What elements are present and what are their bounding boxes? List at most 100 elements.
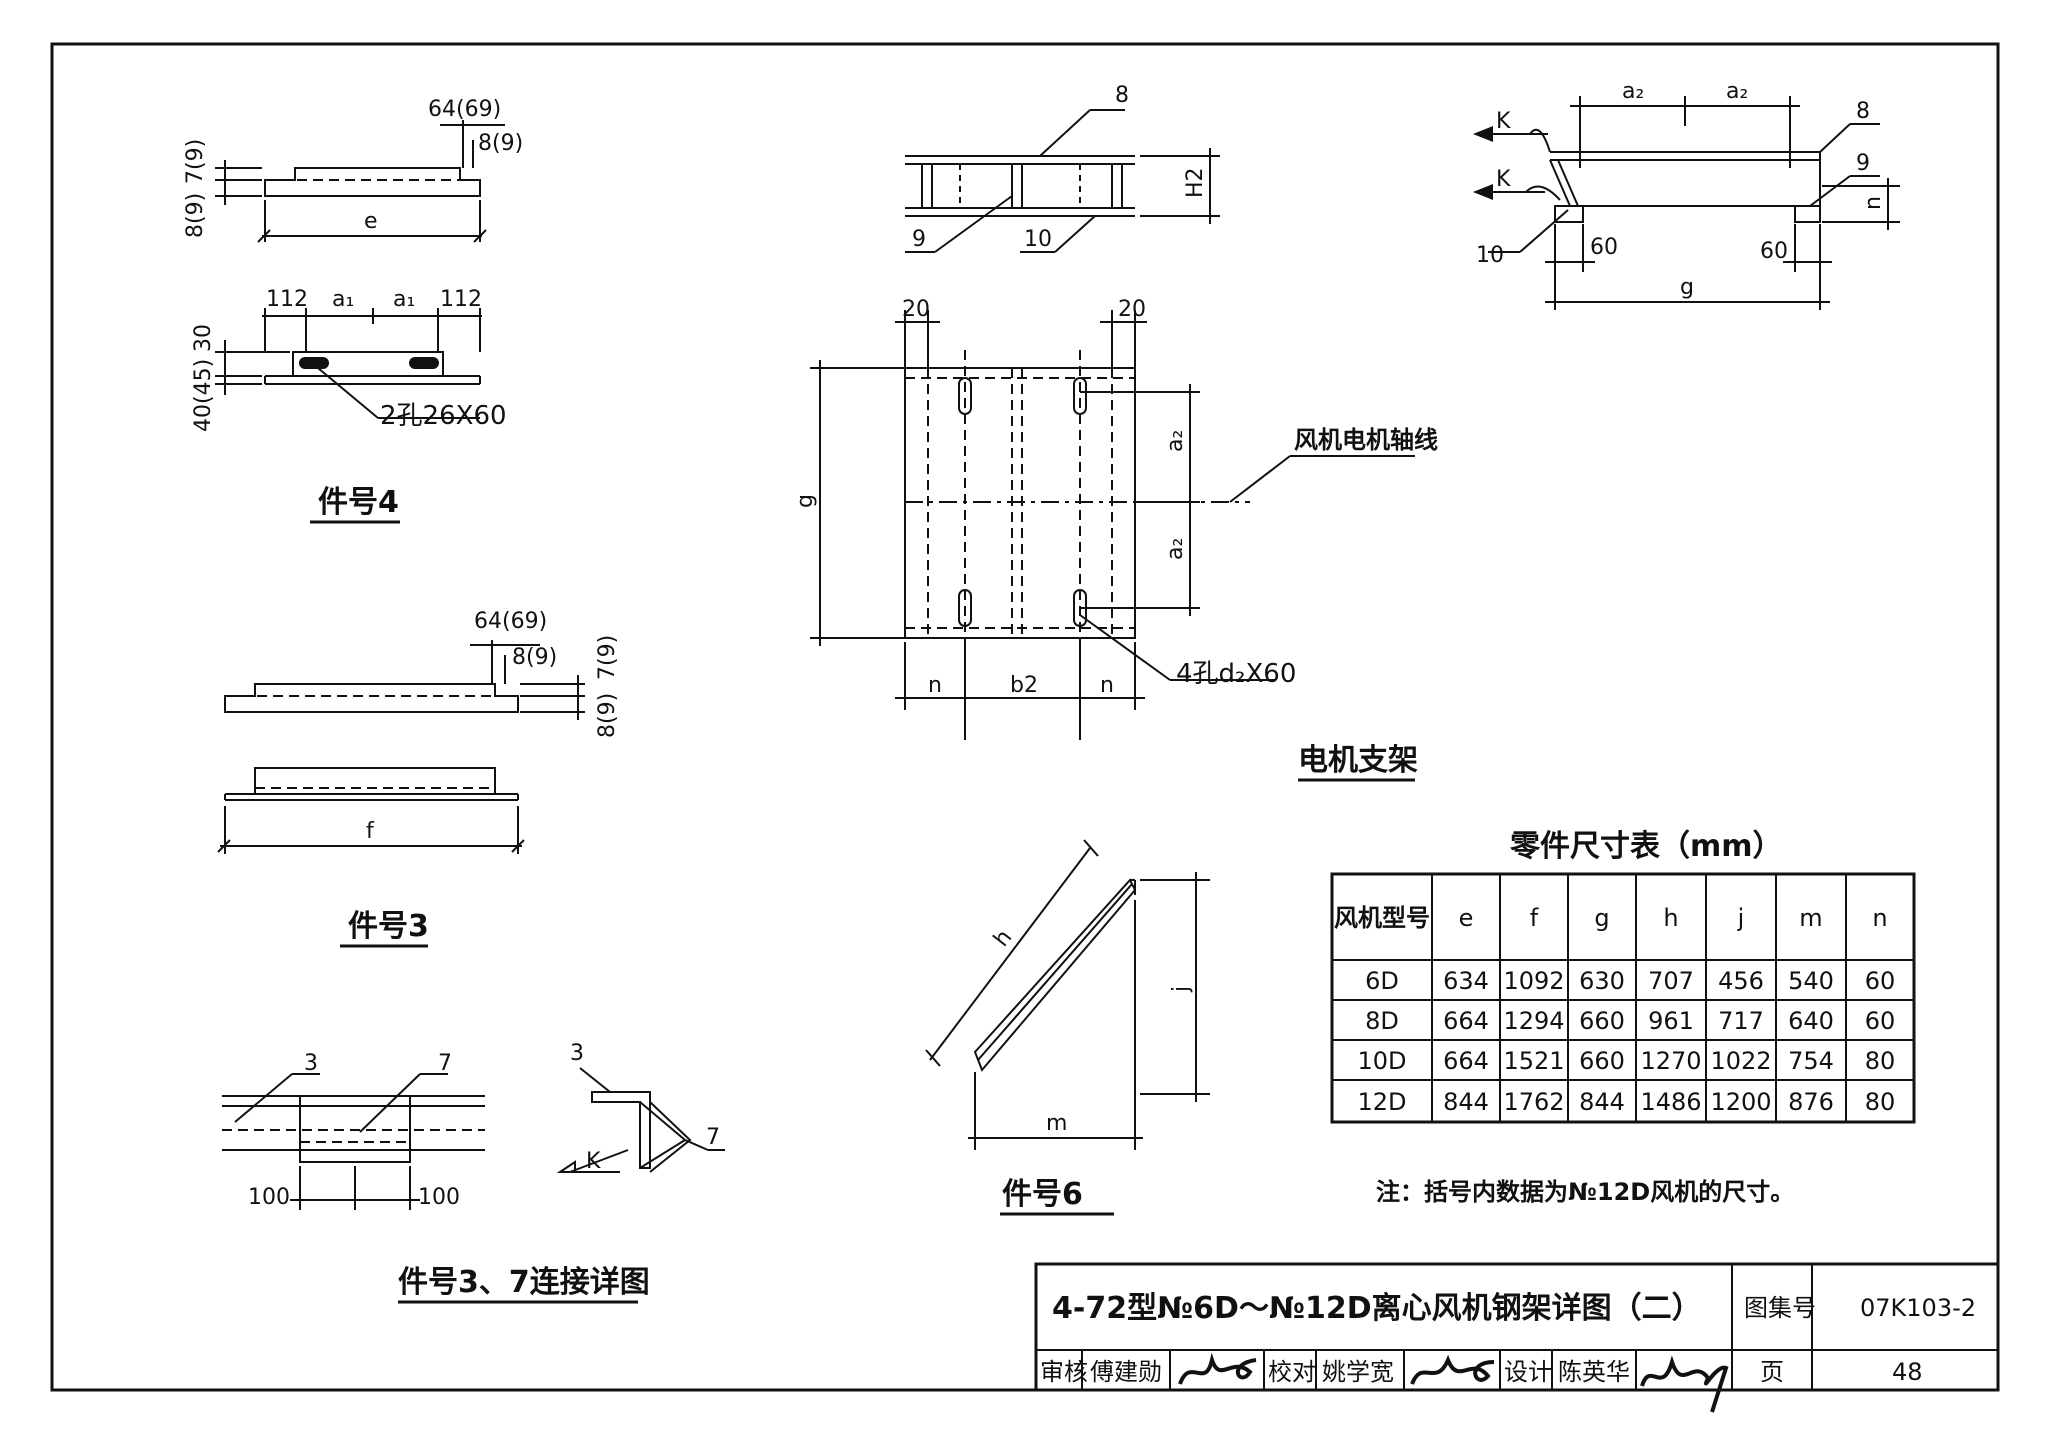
table-cell: 754 <box>1788 1047 1834 1075</box>
sheet-border <box>50 42 2000 1392</box>
side-d60b: 60 <box>1760 239 1788 264</box>
table-cell: 707 <box>1648 967 1694 995</box>
motor-front-num8: 8 <box>1115 83 1129 108</box>
table-cell: 1294 <box>1503 1007 1564 1035</box>
motor-dim-a2a: a₂ <box>1163 430 1188 452</box>
side-a2a: a₂ <box>1622 79 1644 104</box>
motor-dim-n-right: n <box>1100 673 1114 698</box>
table-cell: 456 <box>1718 967 1764 995</box>
part-4-dim-side: 8(9) <box>478 131 523 156</box>
dimension-table <box>1330 872 1916 1124</box>
table-cell: 6D <box>1365 967 1399 995</box>
table-cell: 80 <box>1865 1088 1896 1116</box>
part-3-dim-f: f <box>366 819 375 844</box>
part-6-title: 件号6 <box>1002 1177 1083 1212</box>
table-cell: 876 <box>1788 1088 1834 1116</box>
table-cell: 717 <box>1718 1007 1764 1035</box>
design-label: 设计 <box>1504 1358 1552 1386</box>
part-4-title: 件号4 <box>318 485 399 520</box>
part-37-title: 件号3、7连接详图 <box>398 1265 650 1300</box>
page-number: 48 <box>1892 1358 1923 1386</box>
table-cell: 844 <box>1443 1088 1489 1116</box>
motor-dim-a2b: a₂ <box>1163 538 1188 560</box>
motor-dim-g: g <box>793 494 818 508</box>
table-cell: 8D <box>1365 1007 1399 1035</box>
table-header-cell: n <box>1872 904 1887 932</box>
table-cell: 1270 <box>1640 1047 1701 1075</box>
side-k2: K <box>1496 167 1511 192</box>
side-num10: 10 <box>1476 243 1504 268</box>
motor-dim-20b: 20 <box>1118 297 1146 322</box>
motor-plan-view <box>810 310 1415 782</box>
table-cell: 1022 <box>1710 1047 1771 1075</box>
part-4-dim-a1b: a₁ <box>393 287 415 312</box>
table-cell: 664 <box>1443 1007 1489 1035</box>
part-3-dim-r2: 7(9) <box>595 635 620 680</box>
motor-front-num9: 9 <box>912 227 926 252</box>
table-cell: 640 <box>1788 1007 1834 1035</box>
table-header-cell: e <box>1459 904 1474 932</box>
table-cell: 12D <box>1357 1088 1406 1116</box>
part-4-dim-112b: 112 <box>440 287 482 312</box>
part-3-title: 件号3 <box>348 909 429 944</box>
table-cell: 630 <box>1579 967 1625 995</box>
part-37-dim100b: 100 <box>418 1185 460 1210</box>
side-k1: K <box>1496 109 1511 134</box>
part-6-j: j <box>1169 986 1194 993</box>
table-cell: 1092 <box>1503 967 1564 995</box>
motor-title: 电机支架 <box>1298 743 1418 778</box>
part-4-dim-a1a: a₁ <box>332 287 354 312</box>
part-4-dim-top: 64(69) <box>428 97 501 122</box>
part-4-drawing <box>215 120 505 524</box>
part-3-dim-side: 8(9) <box>512 645 557 670</box>
page-label: 页 <box>1760 1358 1784 1386</box>
review-label: 审核 <box>1040 1358 1088 1386</box>
side-num8: 8 <box>1856 99 1870 124</box>
side-n: n <box>1861 196 1886 210</box>
table-cell: 1200 <box>1710 1088 1771 1116</box>
part-4-dim-left1: 8(9) <box>183 193 208 238</box>
check-label: 校对 <box>1268 1358 1316 1386</box>
part-37-dim100a: 100 <box>248 1185 290 1210</box>
table-header-cell: 风机型号 <box>1334 904 1430 932</box>
part-4-dim-e: e <box>364 209 378 234</box>
table-header-cell: m <box>1799 904 1822 932</box>
part-4-dim-30: 30 <box>191 324 216 352</box>
motor-axis-label: 风机电机轴线 <box>1294 426 1438 454</box>
part-6-h: h <box>989 925 1017 951</box>
motor-dim-b2: b2 <box>1010 673 1038 698</box>
title-block <box>1034 1262 2000 1392</box>
part-4-dim-40: 40(45) <box>191 359 216 432</box>
part-6-m: m <box>1046 1111 1067 1136</box>
signature-marks <box>1178 1352 1729 1413</box>
table-cell: 540 <box>1788 967 1834 995</box>
table-cell: 1521 <box>1503 1047 1564 1075</box>
part-3-dim-top: 64(69) <box>474 609 547 634</box>
table-cell: 961 <box>1648 1007 1694 1035</box>
part-3-drawing <box>217 640 585 948</box>
table-cell: 1762 <box>1503 1088 1564 1116</box>
part-37-num7a: 7 <box>438 1051 452 1076</box>
table-header-cell: f <box>1530 904 1539 932</box>
table-cell: 664 <box>1443 1047 1489 1075</box>
part-37-drawing <box>222 1067 725 1304</box>
part-4-dim-left2: 7(9) <box>183 139 208 184</box>
table-header-cell: g <box>1594 904 1609 932</box>
table-cell: 60 <box>1865 967 1896 995</box>
motor-dim-20a: 20 <box>902 297 930 322</box>
title-main: 4-72型№6D～№12D离心风机钢架详图（二） <box>1052 1291 1702 1326</box>
part-37-num3a: 3 <box>304 1051 318 1076</box>
atlas-number: 07K103-2 <box>1860 1294 1976 1322</box>
side-a2b: a₂ <box>1726 79 1748 104</box>
table-cell: 80 <box>1865 1047 1896 1075</box>
side-g: g <box>1680 275 1694 300</box>
motor-dim-n-left: n <box>928 673 942 698</box>
designer-name: 陈英华 <box>1558 1358 1630 1386</box>
part-37-k: K <box>586 1149 601 1174</box>
table-cell: 10D <box>1357 1047 1406 1075</box>
table-cell: 660 <box>1579 1007 1625 1035</box>
table-header-cell: j <box>1737 904 1745 932</box>
checker-name: 姚学宽 <box>1322 1358 1394 1386</box>
part-6-drawing <box>925 839 1210 1216</box>
